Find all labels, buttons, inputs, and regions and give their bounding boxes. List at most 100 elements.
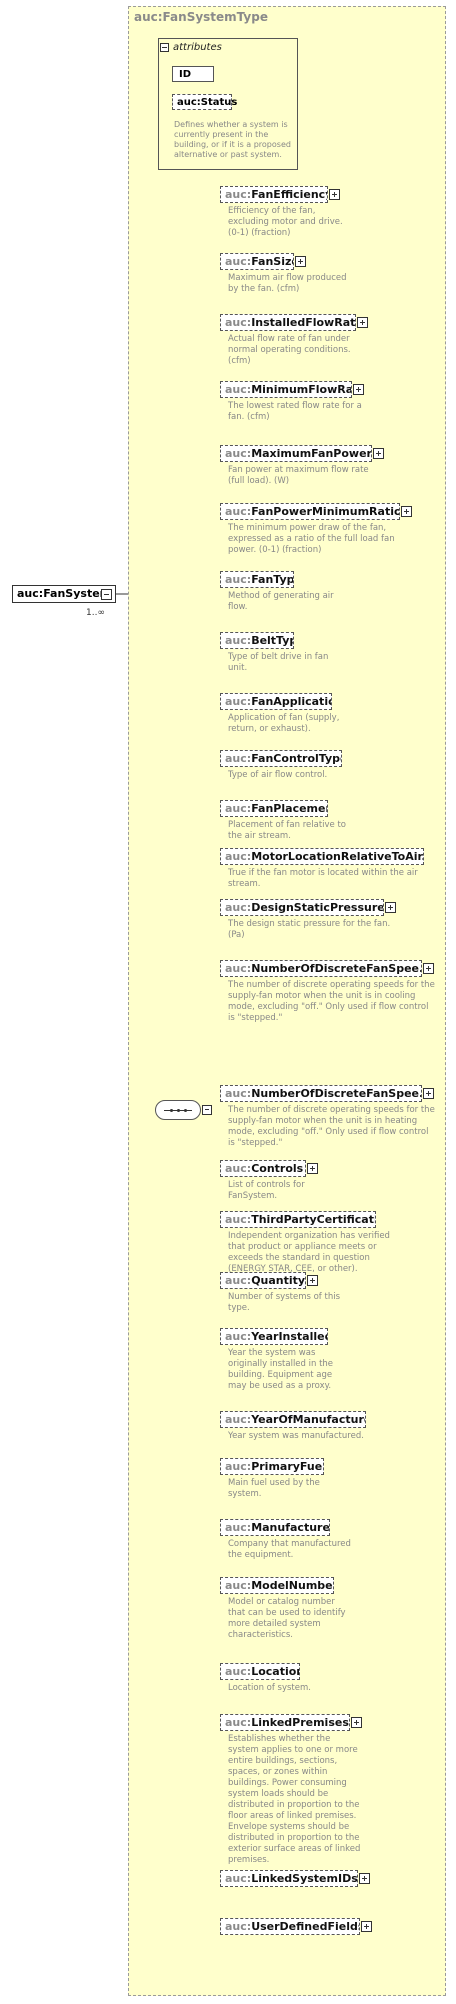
attributes-label: attributes [173,41,222,53]
element-prefix: auc: [225,752,252,765]
element-name: FanApplication [251,695,331,708]
element-belttype[interactable]: auc:BeltType [220,632,294,649]
expand-icon[interactable] [359,1873,370,1884]
element-fanplacement[interactable]: auc:FanPlacement [220,800,328,817]
element-primaryfuel[interactable]: auc:PrimaryFuel [220,1458,324,1475]
sequence-compositor[interactable] [155,1100,201,1120]
element-description: buildings. Power consuming [228,1778,347,1788]
element-prefix: auc: [225,188,252,201]
element-prefix: auc: [225,383,252,396]
element-fanpowerminimumratio[interactable]: auc:FanPowerMinimumRatio [220,503,400,520]
root-prefix: auc: [17,587,44,600]
element-description: Main fuel used by the [228,1478,320,1488]
element-fanefficiency[interactable]: auc:FanEfficiency [220,186,328,203]
element-name: MaximumFanPower [251,447,372,460]
element-description: excluding motor and drive. [228,217,343,227]
element-minimumflowrate[interactable]: auc:MinimumFlowRate [220,381,352,398]
element-name: YearInstalled [251,1330,328,1343]
root-element-fansystem[interactable]: auc:FanSystem [12,585,116,603]
element-fanapplication[interactable]: auc:FanApplication [220,693,332,710]
expand-icon[interactable] [307,1275,318,1286]
element-description: originally installed in the [228,1359,334,1369]
element-name: Location [251,1665,300,1678]
element-description: the air stream. [228,831,291,841]
element-name: NumberOfDiscreteFanSpee... [251,962,422,975]
element-description: Placement of fan relative to [228,820,347,830]
element-location[interactable]: auc:Location [220,1663,300,1680]
element-name: FanSize [251,255,293,268]
element-prefix: auc: [225,1330,252,1343]
element-controls[interactable]: auc:Controls [220,1160,306,1177]
element-fantype[interactable]: auc:FanType [220,571,294,588]
element-name: InstalledFlowRate [251,316,356,329]
element-description: system loads should be [228,1789,329,1799]
element-name: Quantity [251,1274,306,1287]
element-yearinstalled[interactable]: auc:YearInstalled [220,1328,328,1345]
element-modelnumber[interactable]: auc:ModelNumber [220,1577,334,1594]
collapse-icon[interactable] [101,589,112,600]
element-prefix: auc: [225,1162,252,1175]
expand-icon[interactable] [353,384,364,395]
element-linkedpremises[interactable]: auc:LinkedPremises [220,1714,350,1731]
expand-icon[interactable] [295,256,306,267]
element-description: (Pa) [228,930,245,940]
attributes-header[interactable]: attributes [160,40,222,54]
element-yearofmanufacture[interactable]: auc:YearOfManufacture [220,1411,366,1428]
element-thirdpartycertification[interactable]: auc:ThirdPartyCertification [220,1211,376,1228]
element-description: Fan power at maximum flow rate [228,465,369,475]
element-description: distributed in proportion to the [228,1800,360,1810]
collapse-icon[interactable] [202,1105,212,1115]
element-prefix: auc: [225,1665,252,1678]
element-description: FanSystem. [228,1191,278,1201]
element-maximumfanpower[interactable]: auc:MaximumFanPower [220,445,372,462]
element-description: Year system was manufactured. [228,1431,364,1441]
element-description: The minimum power draw of the fan, [228,523,387,533]
element-motorlocationrelativetoair[interactable]: auc:MotorLocationRelativeToAir... [220,848,424,865]
element-description: exceeds the standard in question [228,1253,370,1263]
element-quantity[interactable]: auc:Quantity [220,1272,306,1289]
element-prefix: auc: [225,1213,252,1226]
element-description: premises. [228,1855,270,1865]
element-description: more detailed system [228,1619,321,1629]
element-name: YearOfManufacture [251,1413,366,1426]
expand-icon[interactable] [423,1088,434,1099]
element-description: Efficiency of the fan, [228,206,316,216]
sequence-dot [177,1109,180,1112]
element-installedflowrate[interactable]: auc:InstalledFlowRate [220,314,356,331]
element-description: characteristics. [228,1630,293,1640]
element-userdefinedfields[interactable]: auc:UserDefinedFields [220,1918,360,1935]
element-description: is "stepped." [228,1138,283,1148]
element-name: FanPowerMinimumRatio [251,505,400,518]
expand-icon[interactable] [385,902,396,913]
root-multiplicity: 1..∞ [86,608,105,618]
element-description: (full load). (W) [228,476,290,486]
expand-icon[interactable] [357,317,368,328]
element-description: (0-1) (fraction) [228,228,291,238]
expand-icon[interactable] [373,448,384,459]
expand-icon[interactable] [351,1717,362,1728]
element-linkedsystemids[interactable]: auc:LinkedSystemIDs [220,1870,358,1887]
attribute-status[interactable]: auc:Status [172,94,237,110]
element-fansize[interactable]: auc:FanSize [220,253,294,270]
expand-icon[interactable] [423,963,434,974]
element-numberofdiscretefanspee[interactable]: auc:NumberOfDiscreteFanSpee... [220,1085,422,1102]
element-description: Actual flow rate of fan under [228,334,350,344]
attribute-id[interactable]: ID [172,66,214,82]
element-description: Type of belt drive in fan [228,652,329,662]
expand-icon[interactable] [329,189,340,200]
element-manufacturer[interactable]: auc:Manufacturer [220,1519,330,1536]
collapse-icon[interactable] [160,42,169,52]
expand-icon[interactable] [307,1163,318,1174]
expand-icon[interactable] [401,506,412,517]
element-designstaticpressure[interactable]: auc:DesignStaticPressure [220,899,384,916]
element-description: by the fan. (cfm) [228,284,300,294]
element-description: return, or exhaust). [228,724,311,734]
element-description: is "stepped." [228,1013,283,1023]
element-description: power. (0-1) (fraction) [228,545,322,555]
element-description: supply-fan motor when the unit is in coo… [228,991,416,1001]
element-name: FanPlacement [251,802,327,815]
sequence-dot [184,1109,187,1112]
element-numberofdiscretefanspee[interactable]: auc:NumberOfDiscreteFanSpee... [220,960,422,977]
expand-icon[interactable] [361,1921,372,1932]
element-fancontroltype[interactable]: auc:FanControlType [220,750,342,767]
